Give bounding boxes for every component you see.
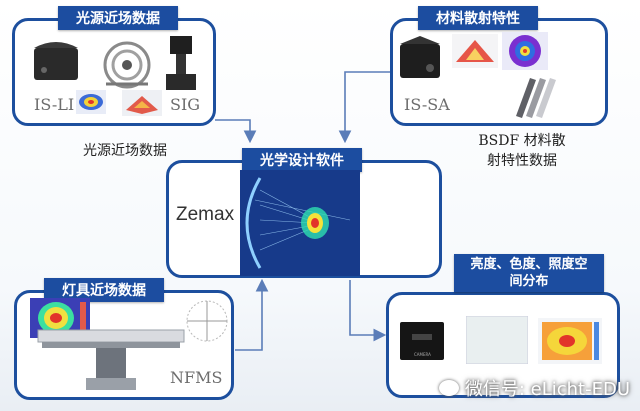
light-near-field-title: 光源近场数据 bbox=[58, 6, 178, 30]
bsdf-polar-image bbox=[502, 32, 548, 70]
is-li-heatmap-image bbox=[76, 90, 106, 114]
arrow-software-to-luminance bbox=[349, 280, 387, 342]
arrow-material-to-software bbox=[338, 71, 390, 144]
material-samples-image bbox=[508, 76, 560, 118]
wechat-icon bbox=[438, 380, 459, 396]
arrow-lamp-to-software bbox=[235, 278, 269, 351]
illuminance-heatmap-image bbox=[538, 318, 602, 364]
light-near-field-caption: 光源近场数据 bbox=[83, 143, 167, 159]
luminance-image bbox=[465, 315, 529, 365]
sig-label: SIG bbox=[170, 95, 201, 114]
arrow-light-to-software bbox=[215, 119, 257, 144]
nfms-label: NFMS bbox=[170, 368, 223, 387]
raytrace-render-image bbox=[240, 170, 360, 276]
optical-software-title: 光学设计软件 bbox=[242, 148, 362, 172]
watermark-text: 微信号: eLicht-EDU bbox=[464, 379, 630, 400]
camera-device-image: CAMERA bbox=[396, 316, 448, 364]
goniometer-diagram-image bbox=[182, 298, 232, 344]
zemax-name: Zemax bbox=[176, 204, 235, 225]
is-li-label: IS-LI bbox=[34, 95, 75, 114]
watermark: 微信号: eLicht-EDU bbox=[438, 375, 630, 401]
nfms-device-image bbox=[36, 322, 186, 392]
material-scatter-title: 材料散射特性 bbox=[418, 6, 538, 30]
sig-plot-image bbox=[122, 90, 162, 116]
bsdf-plot-image bbox=[452, 34, 498, 68]
luminance-title: 亮度、色度、照度空 间分布 bbox=[454, 254, 604, 292]
is-sa-device-image bbox=[396, 34, 446, 82]
sig-device-image bbox=[164, 32, 198, 92]
is-sa-label: IS-SA bbox=[404, 95, 450, 114]
svg-text:CAMERA: CAMERA bbox=[414, 352, 431, 357]
is-li-device-image bbox=[30, 40, 82, 82]
material-scatter-caption: BSDF 材料散 射特性数据 bbox=[478, 133, 566, 169]
goniometer-image bbox=[96, 40, 158, 90]
